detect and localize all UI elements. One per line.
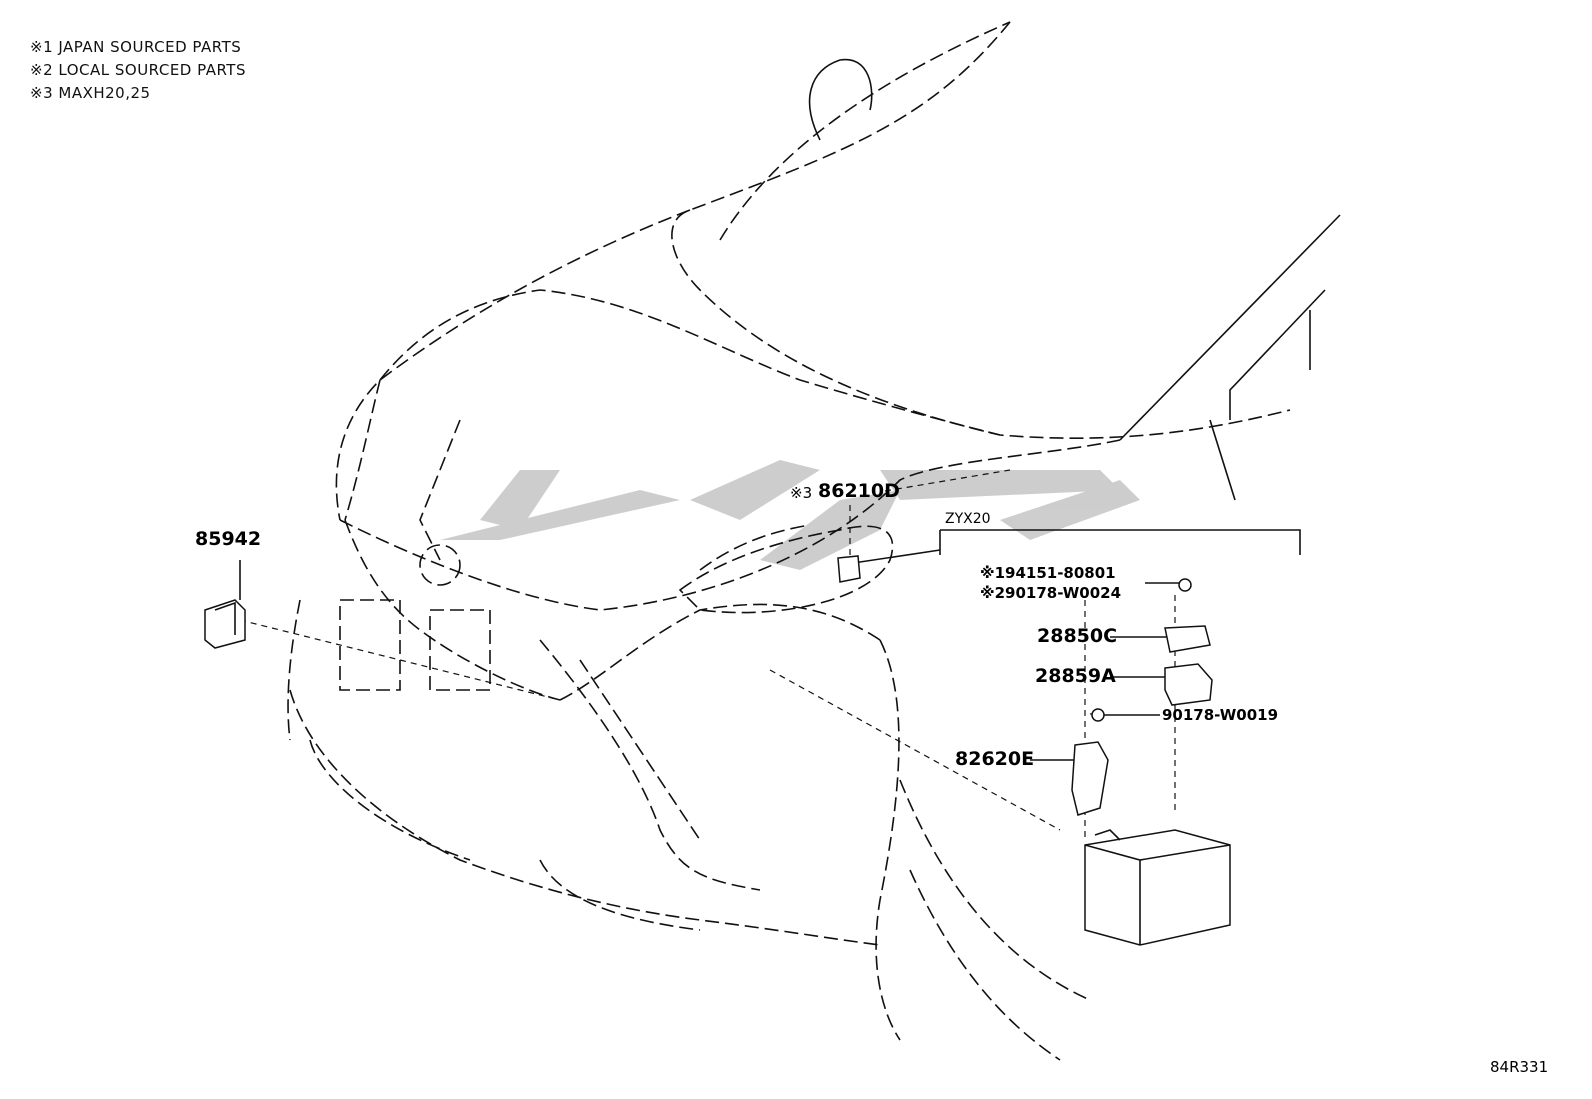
part-note-86210d: ※3 <box>790 484 813 502</box>
model-label-zyx20: ZYX20 <box>945 511 991 527</box>
part-label-85942[interactable]: 85942 <box>195 528 262 550</box>
watermark-logo <box>440 460 1140 570</box>
part-label-28859a[interactable]: 28859A <box>1035 665 1116 687</box>
battery-shape <box>1084 829 1231 946</box>
part-label-90178-w0024[interactable]: ※290178-W0024 <box>980 584 1122 602</box>
part-label-86210d[interactable]: 86210D <box>818 480 900 502</box>
part-label-94151-80801[interactable]: ※194151-80801 <box>980 564 1116 582</box>
note-japan-sourced: ※1 JAPAN SOURCED PARTS <box>30 38 242 56</box>
part-label-82620e[interactable]: 82620E <box>955 748 1035 770</box>
diagram-code: 84R331 <box>1490 1058 1549 1076</box>
note-local-sourced: ※2 LOCAL SOURCED PARTS <box>30 61 246 79</box>
part-label-28850c[interactable]: 28850C <box>1037 625 1118 647</box>
part-label-90178-w0019[interactable]: 90178-W0019 <box>1162 706 1279 724</box>
note-max-h: ※3 MAXH20,25 <box>30 84 151 102</box>
